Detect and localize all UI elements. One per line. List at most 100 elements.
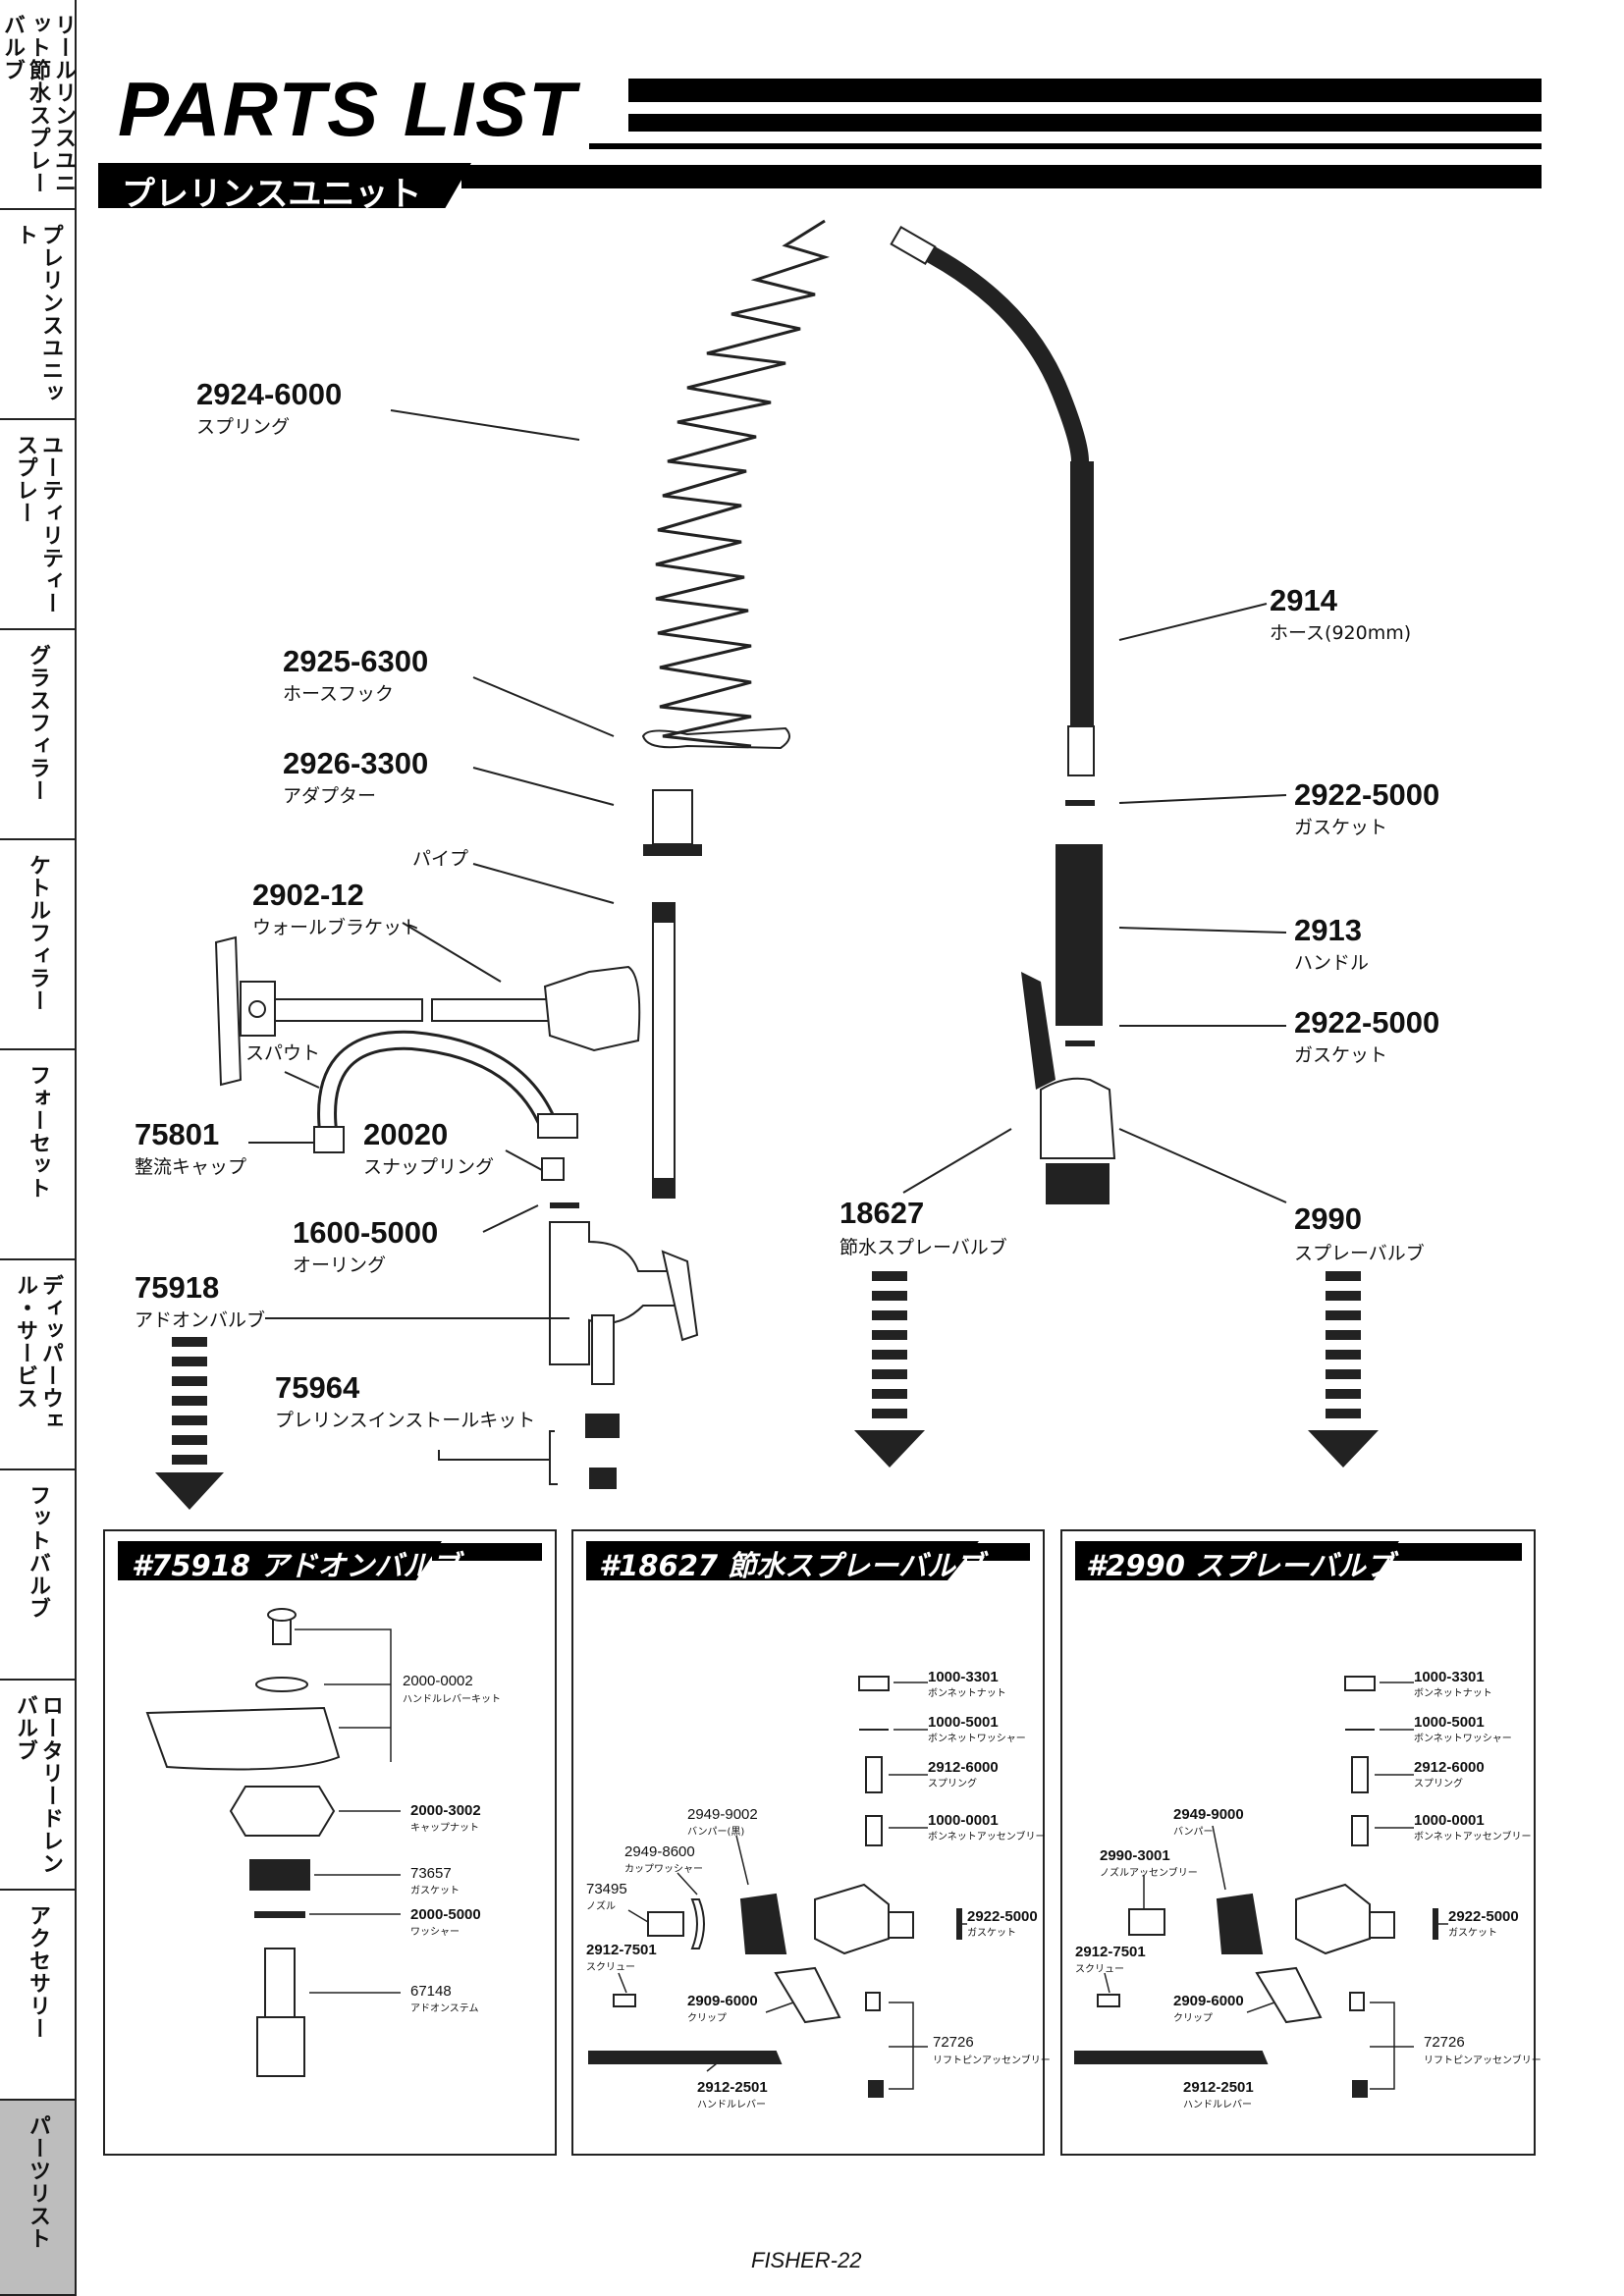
- box-stripe: [967, 1543, 1030, 1561]
- part-number: 2909-6000: [687, 1993, 758, 2009]
- part-desc: クリップ: [687, 2013, 727, 2024]
- install-kit-washer: [589, 1468, 617, 1489]
- callout-gasket-bottom-desc: ガスケット: [1294, 1044, 1388, 1066]
- callout-water-saving-desc: 節水スプレーバルブ: [839, 1237, 1007, 1258]
- part-number: 73657: [410, 1865, 452, 1882]
- part-number: 2912-7501: [586, 1942, 657, 1958]
- callout-adapter-desc: アダプター: [283, 785, 377, 807]
- part-desc: ガスケット: [1448, 1928, 1497, 1939]
- part-desc: ボンネットアッセンブリー: [928, 1832, 1046, 1842]
- callout-snap-ring-number: 20020: [363, 1117, 449, 1151]
- callout-water-saving-number: 18627: [839, 1196, 925, 1230]
- page-title: PARTS LIST: [118, 66, 577, 152]
- tab-kettle-filler[interactable]: ケトルフィラー: [0, 840, 77, 1050]
- header-stripe: [628, 114, 1542, 132]
- tab-prerinse[interactable]: プレリンスユニット: [0, 210, 77, 420]
- box-banner: [586, 1541, 979, 1580]
- part-desc: ハンドルレバーキット: [403, 1694, 501, 1705]
- part-desc: バンパー: [1173, 1827, 1214, 1838]
- aerator-part: [313, 1126, 345, 1153]
- part-desc: スプリング: [928, 1779, 977, 1789]
- tab-utility-spray[interactable]: ユーティリティースプレー: [0, 420, 77, 630]
- tab-glass-filler[interactable]: グラスフィラー: [0, 630, 77, 840]
- part-desc: ノズルアッセンブリー: [1100, 1868, 1198, 1879]
- part-number: 2949-8600: [624, 1843, 695, 1860]
- callout-wall-bracket-desc: ウォールブラケット: [252, 917, 421, 938]
- callout-spring-number: 2924-6000: [196, 377, 343, 411]
- callout-spray-valve-number: 2990: [1294, 1201, 1362, 1236]
- part-desc: カップワッシャー: [624, 1864, 703, 1875]
- tab-rotary-drain[interactable]: ロータリードレンバルブ: [0, 1681, 77, 1891]
- tab-dipperwell[interactable]: ディッパーウェル・サービス: [0, 1260, 77, 1470]
- part-desc: スクリュー: [1075, 1964, 1124, 1975]
- part-desc: ボンネットアッセンブリー: [1414, 1832, 1532, 1842]
- part-desc: ワッシャー: [410, 1927, 460, 1938]
- tab-label: ディッパーウェル・サービス: [13, 1274, 63, 1432]
- tab-label: パーツリスト: [26, 2114, 50, 2250]
- callout-pipe-desc: パイプ: [412, 848, 469, 870]
- header-stripe: [628, 79, 1542, 102]
- box-banner: [118, 1541, 442, 1580]
- part-number: 73495: [586, 1881, 627, 1897]
- part-desc: リフトピンアッセンブリー: [933, 2056, 1051, 2066]
- part-number: 1000-3301: [928, 1669, 999, 1685]
- part-desc: ボンネットワッシャー: [928, 1734, 1026, 1744]
- callout-gasket-top-desc: ガスケット: [1294, 817, 1388, 838]
- callout-handle-desc: ハンドル: [1294, 952, 1370, 974]
- part-number: 2000-5000: [410, 1906, 481, 1923]
- tab-label: アクセサリー: [26, 1904, 50, 2040]
- part-desc: バンパー(黒): [687, 1827, 745, 1838]
- part-desc: スプリング: [1414, 1779, 1463, 1789]
- part-number: 67148: [410, 1983, 452, 2000]
- callout-adapter-number: 2926-3300: [283, 746, 429, 780]
- tab-parts-list[interactable]: パーツリスト: [0, 2101, 77, 2296]
- tab-accessory[interactable]: アクセサリー: [0, 1891, 77, 2101]
- part-number: 2949-9000: [1173, 1806, 1244, 1823]
- side-index-tabs: リールリンスユニット節水スプレーバルブ プレリンスユニット ユーティリティースプ…: [0, 0, 79, 2296]
- box-stripe: [1389, 1543, 1522, 1561]
- box-banner: [1075, 1541, 1399, 1580]
- tab-label: フットバルブ: [26, 1484, 50, 1620]
- callout-install-kit-desc: プレリンスインストールキット: [275, 1410, 536, 1431]
- tab-faucet[interactable]: フォーセット: [0, 1050, 77, 1260]
- tab-reel-rinse[interactable]: リールリンスユニット節水スプレーバルブ: [0, 0, 77, 210]
- part-desc: スクリュー: [586, 1962, 635, 1973]
- part-desc: リフトピンアッセンブリー: [1424, 2056, 1542, 2066]
- box-addon-valve: [103, 1529, 557, 2156]
- part-number: 1000-0001: [928, 1812, 999, 1829]
- callout-hose-hook-desc: ホースフック: [283, 683, 395, 705]
- part-desc: ボンネットワッシャー: [1414, 1734, 1512, 1744]
- tab-label: ユーティリティースプレー: [13, 434, 63, 614]
- part-number: 2912-6000: [1414, 1759, 1485, 1776]
- part-number: 2912-2501: [1183, 2079, 1254, 2096]
- callout-addon-valve-number: 75918: [135, 1270, 220, 1305]
- box-title-addon-valve: #75918 アドオンバルブ: [132, 1549, 460, 1582]
- part-number: 2912-6000: [928, 1759, 999, 1776]
- tab-label: ロータリードレンバルブ: [13, 1694, 63, 1875]
- wall-bracket-part: [214, 935, 243, 1087]
- box-spray-valve: [1060, 1529, 1536, 2156]
- part-desc: ボンネットナット: [928, 1688, 1006, 1699]
- part-number: 2922-5000: [967, 1908, 1038, 1925]
- part-number: 2000-3002: [410, 1802, 481, 1819]
- part-desc: アドオンステム: [410, 2003, 479, 2014]
- part-desc: ガスケット: [410, 1886, 460, 1896]
- callout-spring-desc: スプリング: [196, 416, 291, 438]
- box-title-spray-valve: #2990 スプレーバルブ: [1086, 1549, 1394, 1582]
- callout-snap-ring-desc: スナップリング: [363, 1156, 495, 1178]
- part-number: 72726: [1424, 2034, 1465, 2051]
- tab-foot-valve[interactable]: フットバルブ: [0, 1470, 77, 1681]
- gasket-top-part: [1065, 800, 1095, 806]
- part-number: 2912-7501: [1075, 1944, 1146, 1960]
- part-number: 2000-0002: [403, 1673, 473, 1689]
- box-stripe: [432, 1543, 542, 1561]
- part-number: 2922-5000: [1448, 1908, 1519, 1925]
- callout-o-ring-desc: オーリング: [293, 1255, 387, 1276]
- header-stripe: [589, 143, 1542, 149]
- part-desc: ボンネットナット: [1414, 1688, 1492, 1699]
- part-number: 1000-5001: [1414, 1714, 1485, 1731]
- callout-spray-valve-desc: スプレーバルブ: [1294, 1243, 1425, 1264]
- part-desc: クリップ: [1173, 2013, 1213, 2024]
